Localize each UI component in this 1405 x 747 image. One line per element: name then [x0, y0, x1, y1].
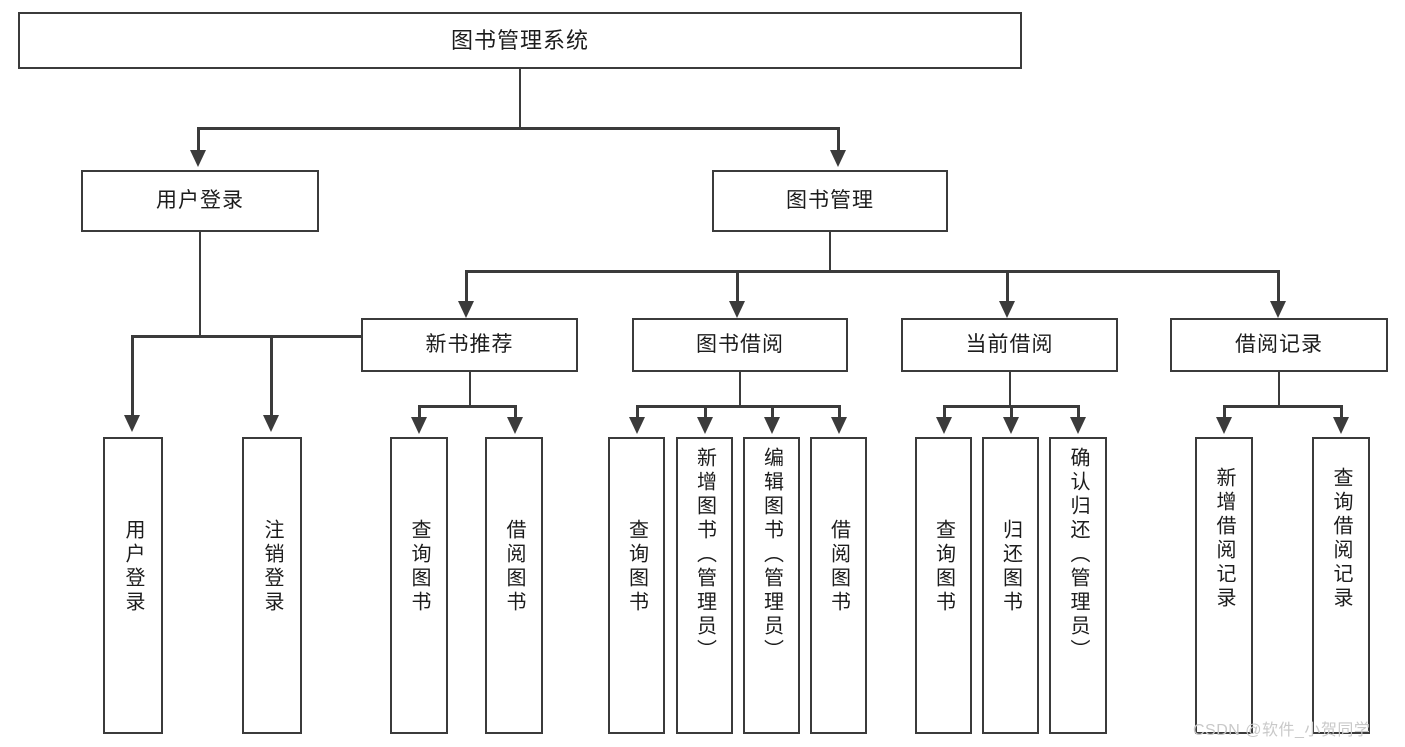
arrowhead-borrow-book-1 [507, 417, 523, 434]
connector-new-book-recommend-bus [419, 405, 516, 408]
node-label: 借阅记录 [1235, 332, 1323, 356]
connector-drop-edit-book [771, 405, 774, 418]
connector-drop-current-borrow [1006, 270, 1009, 302]
connector-drop-leaf-user-login [131, 335, 134, 416]
node-leaf-query-book-2[interactable]: 查询图书 [608, 437, 665, 734]
arrowhead-book-borrow [729, 301, 745, 318]
node-leaf-borrow-book-1[interactable]: 借阅图书 [485, 437, 543, 734]
node-user-login[interactable]: 用户登录 [81, 170, 319, 232]
connector-user-login-stem [198, 232, 201, 336]
connector-drop-borrow-book-1 [514, 405, 517, 418]
node-leaf-add-book[interactable]: 新增图书（管理员） [676, 437, 733, 734]
node-leaf-query-book-3[interactable]: 查询图书 [915, 437, 972, 734]
connector-drop-add-record [1223, 405, 1226, 418]
arrowhead-book-management [830, 150, 846, 167]
connector-drop-query-record [1340, 405, 1343, 418]
arrowhead-leaf-user-login [124, 415, 140, 432]
connector-drop-borrow-record [1277, 270, 1280, 302]
node-label: 新书推荐 [425, 332, 514, 356]
arrowhead-edit-book [764, 417, 780, 434]
connector-drop-book-management [837, 127, 840, 151]
node-label: 图书管理 [786, 188, 874, 212]
node-label: 用户登录 [156, 188, 244, 212]
node-root-book-management-system[interactable]: 图书管理系统 [18, 12, 1022, 69]
arrowhead-borrow-record [1270, 301, 1286, 318]
node-leaf-add-record[interactable]: 新增借阅记录 [1195, 437, 1253, 734]
connector-drop-new-book-recommend [465, 270, 468, 302]
arrowhead-query-book-3 [936, 417, 952, 434]
connector-borrow-record-stem [1277, 372, 1280, 406]
connector-drop-leaf-logout [270, 335, 273, 416]
arrowhead-current-borrow [999, 301, 1015, 318]
connector-root-stem [518, 69, 521, 128]
node-label: 注销登录 [261, 519, 283, 615]
arrowhead-borrow-book-2 [831, 417, 847, 434]
node-leaf-query-book-1[interactable]: 查询图书 [390, 437, 448, 734]
node-label: 编辑图书（管理员） [760, 447, 783, 663]
node-label: 查询图书 [625, 519, 648, 615]
connector-drop-confirm-return [1077, 405, 1080, 418]
node-leaf-query-record[interactable]: 查询借阅记录 [1312, 437, 1370, 734]
connector-drop-borrow-book-2 [838, 405, 841, 418]
node-leaf-edit-book[interactable]: 编辑图书（管理员） [743, 437, 800, 734]
arrowhead-user-login [190, 150, 206, 167]
node-borrow-record[interactable]: 借阅记录 [1170, 318, 1388, 372]
connector-user-login-bus [132, 335, 404, 338]
node-label: 确认归还（管理员） [1067, 447, 1089, 663]
connector-new-book-recommend-stem [468, 372, 471, 406]
node-label: 借阅图书 [827, 519, 850, 615]
connector-book-management-stem [828, 232, 831, 271]
connector-drop-return-book [1010, 405, 1013, 418]
connector-level2-bus [198, 127, 839, 130]
connector-drop-user-login [197, 127, 200, 151]
node-leaf-logout[interactable]: 注销登录 [242, 437, 302, 734]
node-leaf-confirm-return[interactable]: 确认归还（管理员） [1049, 437, 1107, 734]
arrowhead-add-book [697, 417, 713, 434]
arrowhead-query-book-1 [411, 417, 427, 434]
arrowhead-add-record [1216, 417, 1232, 434]
connector-current-borrow-stem [1008, 372, 1011, 406]
arrowhead-confirm-return [1070, 417, 1086, 434]
arrowhead-query-book-2 [629, 417, 645, 434]
connector-borrow-record-bus [1224, 405, 1342, 408]
node-label: 归还图书 [999, 519, 1022, 615]
node-label: 新增借阅记录 [1213, 467, 1235, 611]
connector-drop-query-book-3 [943, 405, 946, 418]
node-label: 查询图书 [408, 519, 430, 615]
node-leaf-borrow-book-2[interactable]: 借阅图书 [810, 437, 867, 734]
node-book-management[interactable]: 图书管理 [712, 170, 948, 232]
connector-level3-bus [466, 270, 1279, 273]
connector-drop-add-book [704, 405, 707, 418]
node-label: 当前借阅 [965, 332, 1054, 356]
watermark-text: CSDN @软件_小贺同学 [1193, 722, 1371, 739]
connector-drop-query-book-1 [418, 405, 421, 418]
node-label: 查询借阅记录 [1330, 467, 1352, 611]
connector-drop-book-borrow [736, 270, 739, 302]
node-label: 用户登录 [122, 519, 144, 615]
node-label: 新增图书（管理员） [693, 447, 716, 663]
arrowhead-leaf-logout [263, 415, 279, 432]
node-book-borrow[interactable]: 图书借阅 [632, 318, 848, 372]
arrowhead-new-book-recommend [458, 301, 474, 318]
connector-drop-query-book-2 [636, 405, 639, 418]
node-new-book-recommend[interactable]: 新书推荐 [361, 318, 578, 372]
arrowhead-return-book [1003, 417, 1019, 434]
node-leaf-user-login[interactable]: 用户登录 [103, 437, 163, 734]
connector-book-borrow-bus [637, 405, 840, 408]
arrowhead-query-record [1333, 417, 1349, 434]
node-leaf-return-book[interactable]: 归还图书 [982, 437, 1039, 734]
node-label: 图书管理系统 [450, 27, 589, 53]
node-label: 借阅图书 [503, 519, 525, 615]
node-label: 查询图书 [932, 519, 955, 615]
connector-book-borrow-stem [738, 372, 741, 406]
node-current-borrow[interactable]: 当前借阅 [901, 318, 1118, 372]
node-label: 图书借阅 [696, 332, 784, 356]
